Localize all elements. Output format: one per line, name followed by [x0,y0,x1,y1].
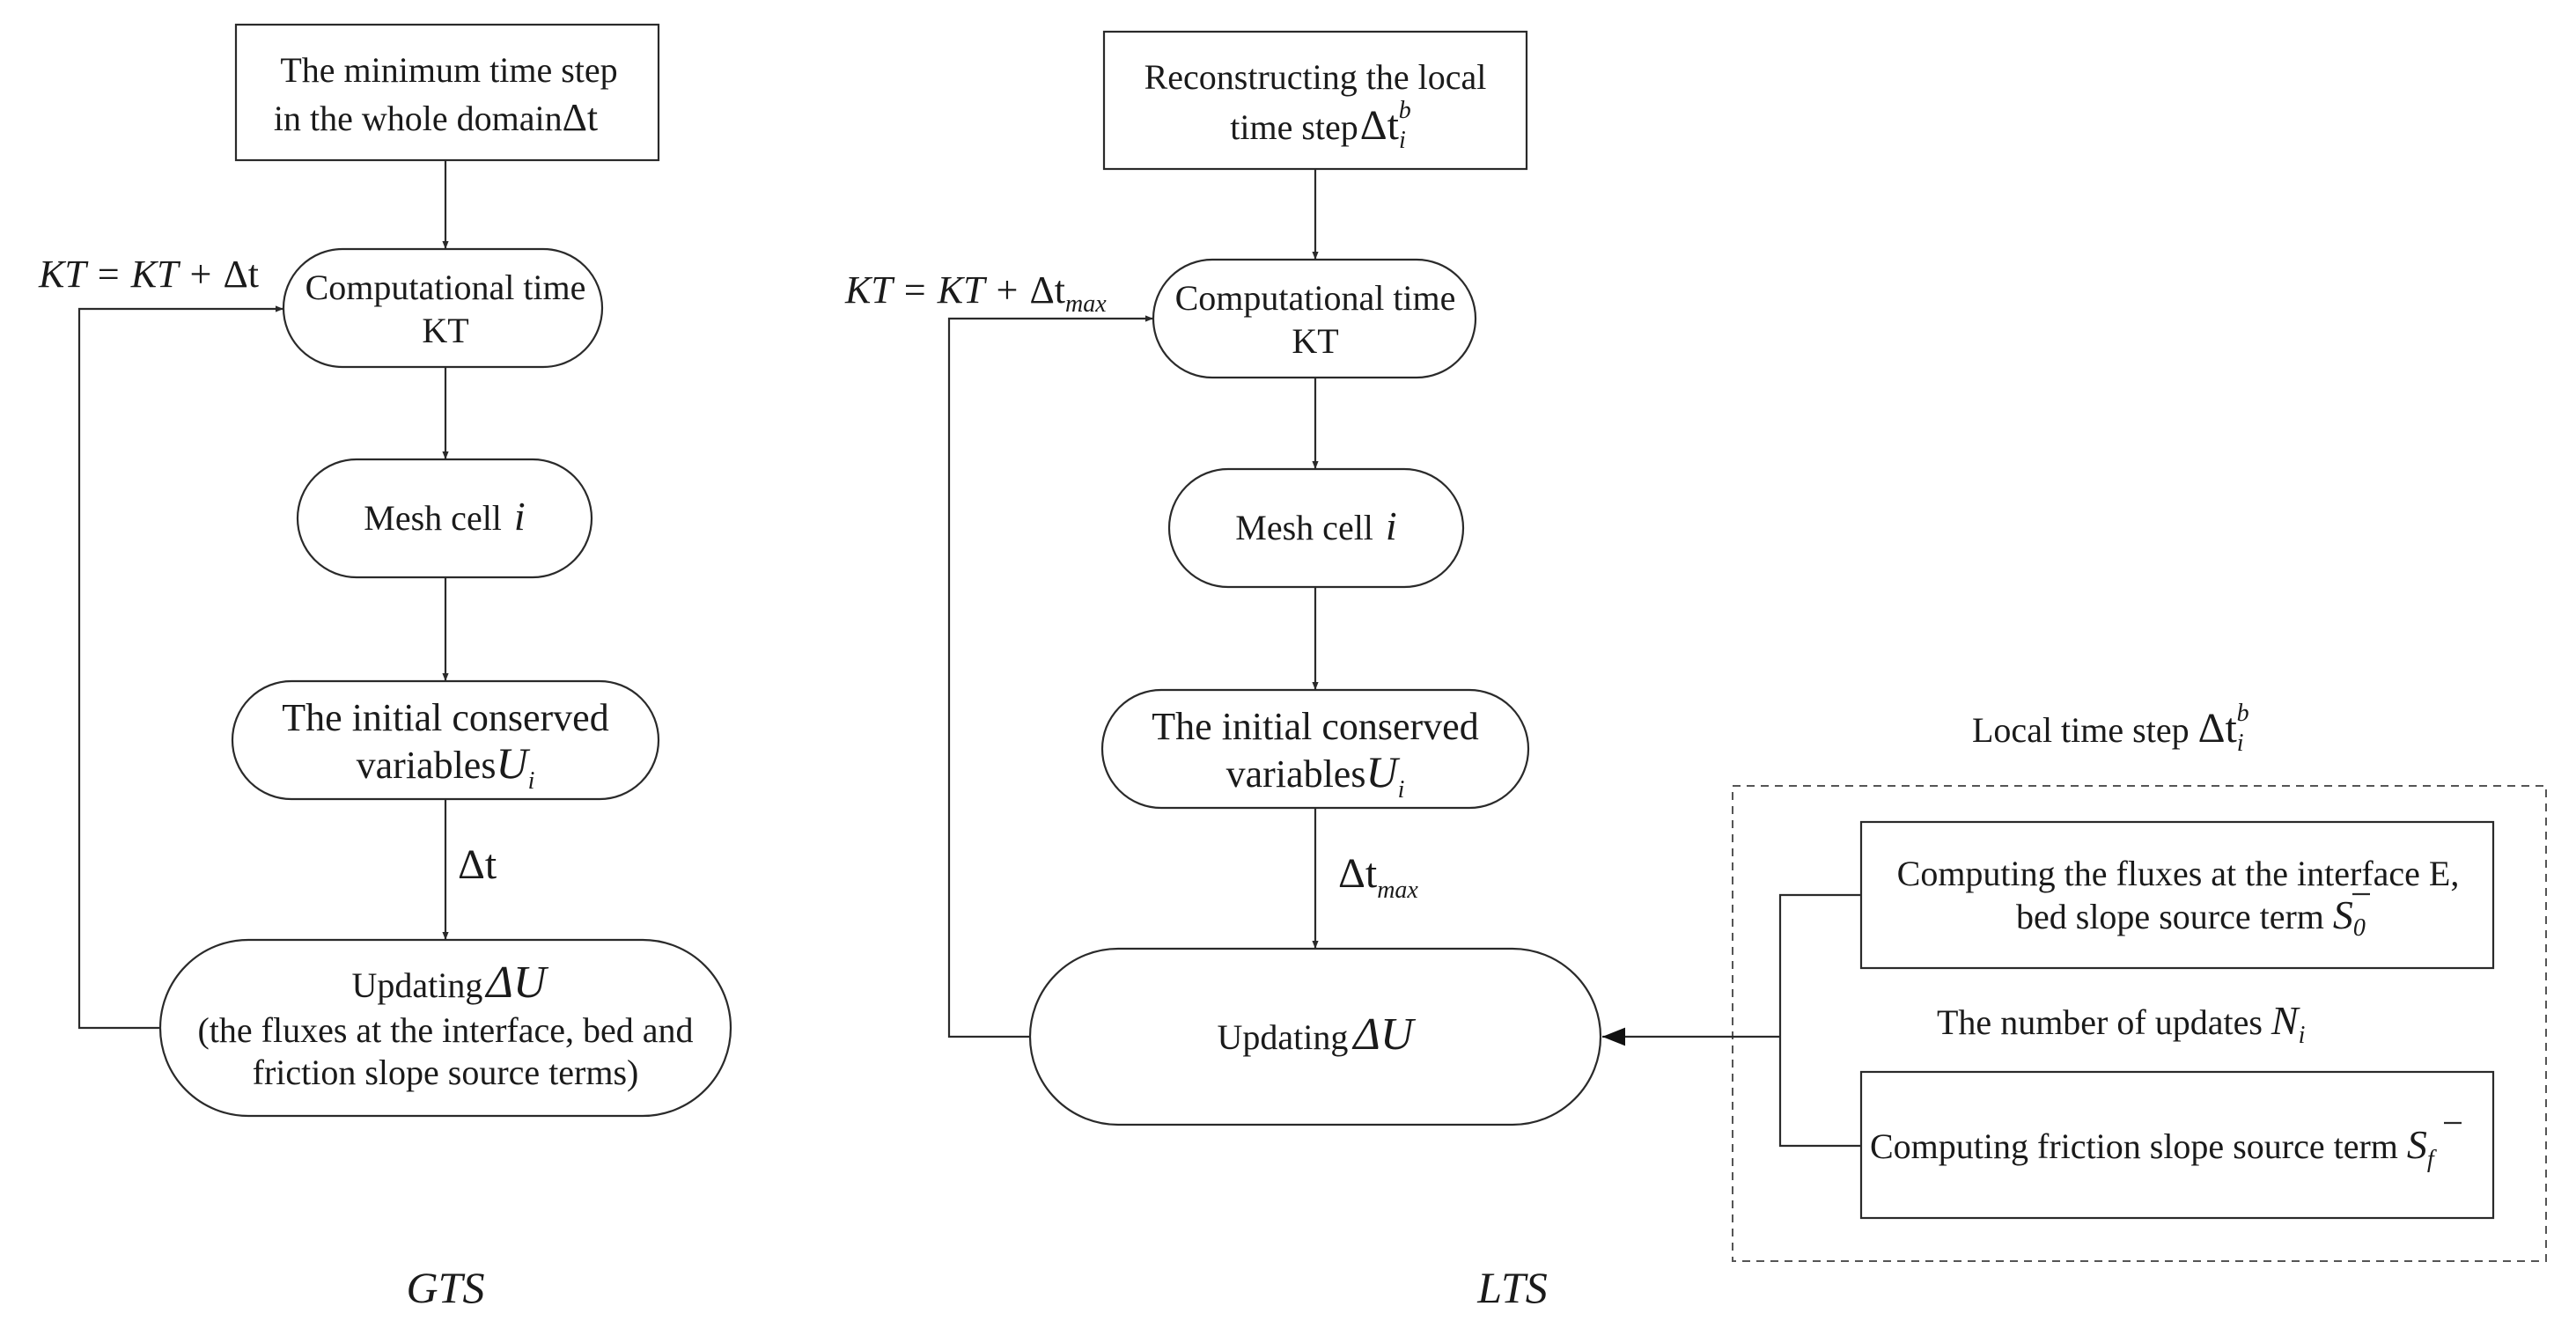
gts-edge-label: Δt [458,841,497,888]
lts-loop-subscript: max [1065,290,1107,318]
lts-init-line1: The initial conserved [1152,705,1478,748]
gts-update-group: UpdatingΔU [352,957,549,1008]
gts-mesh-group: Mesh cell i [364,494,525,539]
lts-time-line1: Computational time [1175,278,1456,318]
gts-loop-lhs: KT = KT + [38,253,223,296]
lts-time-line2: KT [1292,321,1338,361]
gts-loop-dt: Δt [223,253,259,296]
gts-update-symbol: ΔU [484,957,549,1008]
lts-init-line2: variables [1226,752,1366,796]
lts-update-label: Updating [1218,1017,1349,1057]
lts-start-symbol: Δt [1360,102,1400,149]
lts-start-subscript: i [1399,127,1406,154]
local-panel-title-subscript: i [2237,730,2244,757]
lts-start-superscript: b [1399,97,1411,124]
lts-start-line2: time step [1230,107,1358,147]
lts-reconstruct-box [1102,30,1528,171]
lts-loop-lhs: KT = KT + [844,268,1029,312]
gts-start-line1: The minimum time step [280,50,617,90]
lts-caption: LTS [1476,1263,1548,1312]
updates-subscript: i [2299,1022,2306,1049]
gts-loop-back-edge [77,305,283,1030]
lts-mesh-symbol: i [1386,503,1397,548]
gts-loop-formula: KT = KT + Δt [38,253,259,296]
lts-edge-label: Δt [1338,850,1378,897]
gts-init-line2: variables [357,744,497,787]
gts-update-line2: (the fluxes at the interface, bed and [197,1010,693,1050]
gts-start-line2-group: in the whole domainΔt [274,96,598,139]
lts-update-symbol: ΔU [1351,1009,1417,1060]
lts-loop-dt: Δt [1029,268,1065,312]
lts-start-line2-group: time stepΔtib [1230,97,1411,154]
gts-init-symbol: U [496,738,530,788]
local-timestep-frame [1732,785,2547,1262]
friction-subscript: f [2427,1146,2437,1173]
gts-min-timestep-box [234,23,660,162]
lts-edge-label-group: Δtmax [1338,850,1418,904]
lts-loop-back-edge [947,315,1153,1038]
fluxes-line1: Computing the fluxes at the interface E, [1897,854,2460,893]
panel-bracket [1778,893,1861,1148]
updates-symbol: N [2271,998,2300,1043]
gts-init-line2-group: variablesUi [357,738,535,795]
lts-loop-formula: KT = KT + Δtmax [844,268,1107,318]
friction-label: Computing friction slope source term [1870,1126,2398,1166]
local-panel-title: Local time step [1972,710,2190,750]
lts-mesh-label: Mesh cell [1235,508,1373,547]
lts-mesh-group: Mesh cell i [1235,503,1396,548]
gts-init-line1: The initial conserved [282,696,608,739]
gts-time-line1: Computational time [305,268,586,307]
friction-symbol: S [2407,1122,2427,1167]
gts-update-label: Updating [352,965,483,1005]
fluxes-box [1859,820,2495,970]
gts-time-line2: KT [422,311,468,350]
fluxes-subscript: 0 [2353,914,2366,942]
lts-flowchart: Reconstructing the local time stepΔtib C… [844,30,1602,1312]
gts-start-line2: in the whole domain [274,99,563,138]
lts-start-line1: Reconstructing the local [1144,57,1487,97]
gts-caption: GTS [407,1263,485,1312]
gts-mesh-symbol: i [514,494,526,539]
local-panel-title-superscript: b [2237,700,2249,727]
lts-init-subscript: i [1398,776,1405,803]
local-panel-title-symbol: Δt [2198,705,2238,752]
gts-update-line3: friction slope source terms) [253,1053,639,1092]
gts-mesh-label: Mesh cell [364,498,502,538]
lts-init-symbol: U [1365,747,1400,796]
gts-start-symbol: Δt [563,96,599,139]
lts-edge-subscript: max [1377,877,1418,904]
gts-init-subscript: i [528,767,535,795]
lts-init-line2-group: variablesUi [1226,747,1405,803]
fluxes-symbol: S [2333,892,2353,937]
gts-flowchart: The minimum time step in the whole domai… [38,23,732,1312]
fluxes-line2: bed slope source term [2016,897,2324,936]
updates-label: The number of updates [1937,1002,2263,1042]
